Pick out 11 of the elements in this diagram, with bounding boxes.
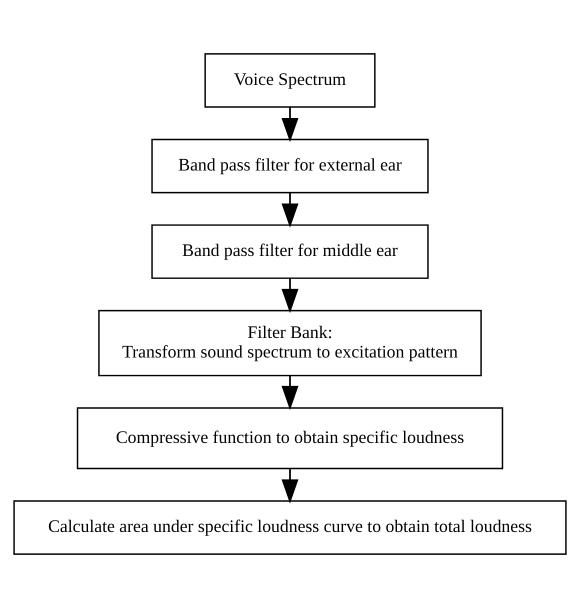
node-box: Voice Spectrum <box>204 53 376 108</box>
node-box: Compressive function to obtain specific loudness <box>76 407 504 470</box>
arrow <box>282 192 298 228</box>
node-box: Calculate area under specific loudness curve to obtain total loudness <box>13 500 567 555</box>
node-box: Filter Bank: Transform sound spectrum to excitation pattern <box>98 310 482 376</box>
arrow <box>282 376 298 410</box>
node-box: Band pass filter for external ear <box>151 138 429 194</box>
arrow <box>282 278 298 314</box>
arrow <box>282 107 298 142</box>
node-box: Band pass filter for middle ear <box>151 224 429 279</box>
arrow <box>282 468 298 504</box>
